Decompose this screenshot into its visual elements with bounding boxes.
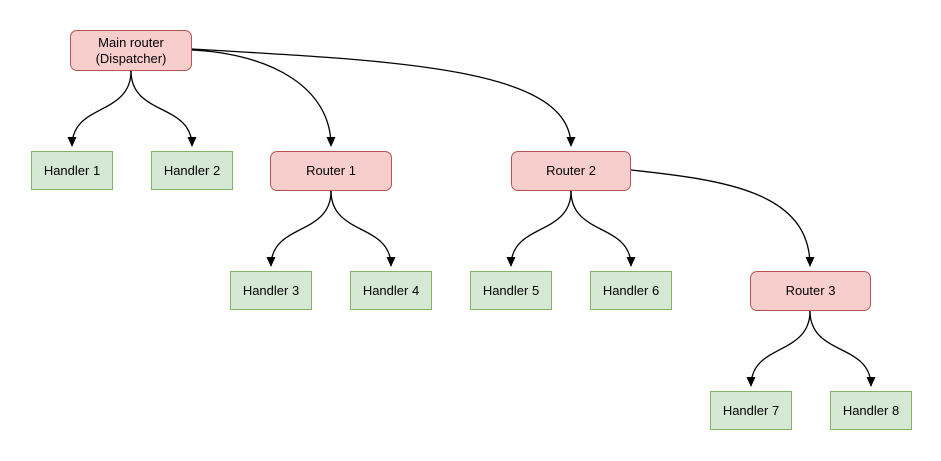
node-label: Router 1 [306,163,356,178]
node-handler-5: Handler 5 [470,271,552,310]
node-label: Handler 4 [362,282,420,298]
node-label: Router 2 [546,163,596,178]
edge-router3-to-handler7 [746,310,811,387]
node-label: Main router [98,34,164,50]
node-label: Handler 1 [43,162,101,178]
node-main-router: Main router (Dispatcher) [70,30,192,71]
node-label: Handler 3 [242,282,300,298]
node-label: Router 3 [785,283,836,298]
node-router-2: Router 2 [511,151,631,191]
edge-main-to-handler1 [67,70,132,147]
node-handler-7: Handler 7 [710,391,792,430]
edge-router2-to-router3 [630,169,815,267]
node-label: Handler 2 [163,162,221,178]
edge-router1-to-handler3 [266,190,332,267]
node-label: Handler 6 [602,282,660,298]
edge-router2-to-handler6 [570,190,636,267]
node-label: (Dispatcher) [95,50,167,66]
edge-router3-to-handler8 [809,310,876,387]
node-label: Handler 5 [482,282,540,298]
node-handler-1: Handler 1 [31,151,113,190]
edge-main-to-handler2 [130,70,197,147]
node-label: Handler 7 [722,402,780,418]
node-handler-6: Handler 6 [590,271,672,310]
node-router-1: Router 1 [270,151,392,191]
edge-router2-to-handler5 [506,190,572,267]
node-router-3: Router 3 [750,271,871,311]
node-handler-3: Handler 3 [230,271,312,310]
edge-router1-to-handler4 [330,190,396,267]
node-label: Handler 8 [842,402,900,418]
node-handler-8: Handler 8 [830,391,912,430]
edge-main-to-router2 [191,48,576,147]
node-handler-2: Handler 2 [151,151,233,190]
node-handler-4: Handler 4 [350,271,432,310]
edge-main-to-router1 [191,49,336,147]
